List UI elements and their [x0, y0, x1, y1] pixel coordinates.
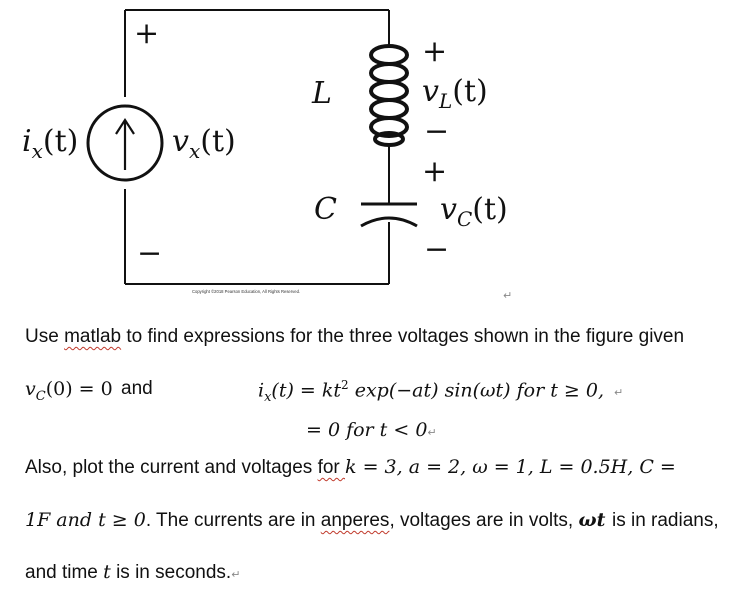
and-word: and: [121, 378, 153, 399]
inductor-label: L: [312, 76, 332, 111]
vl-plus-sign: +: [422, 34, 448, 69]
inductor-icon: [369, 44, 409, 147]
problem-line-1: Use matlab to find expressions for the t…: [25, 326, 685, 347]
source-minus-sign: −: [137, 236, 163, 271]
copyright-notice: Copyright ©2018 Pearson Education, All R…: [192, 289, 301, 294]
source-current-label: ix(t): [22, 124, 79, 163]
vl-label: vL(t): [422, 74, 488, 113]
matlab-word: matlab: [64, 326, 122, 347]
vc-minus-sign: −: [424, 232, 450, 267]
capacitor-label: C: [314, 192, 337, 227]
paragraph-mark: ↵: [503, 289, 513, 302]
current-source-icon: [86, 104, 164, 182]
problem-line-4: 1F and t ≥ 0. The currents are in anpere…: [25, 509, 719, 531]
source-plus-sign: +: [134, 16, 160, 51]
problem-line-5: and time t is in seconds.↵: [25, 561, 241, 583]
ix-definition: ix(t) = kt2 exp(−at) sin(ωt) for t ≥ 0,↵: [258, 378, 624, 406]
ix-zero-condition: = 0 for t < 0↵: [306, 419, 437, 441]
problem-line-3: Also, plot the current and voltages for …: [25, 456, 676, 478]
circuit-wires: [124, 9, 390, 285]
anperes-word: anperes: [320, 510, 390, 531]
vl-minus-sign: −: [424, 114, 450, 149]
circuit-diagram: [86, 9, 418, 285]
vc-label: vC(t): [440, 192, 508, 231]
vc-plus-sign: +: [422, 154, 448, 189]
capacitor-icon: [360, 202, 418, 228]
vc-initial-condition: vC(0) = 0: [25, 378, 113, 404]
source-voltage-label: vx(t): [172, 124, 236, 163]
